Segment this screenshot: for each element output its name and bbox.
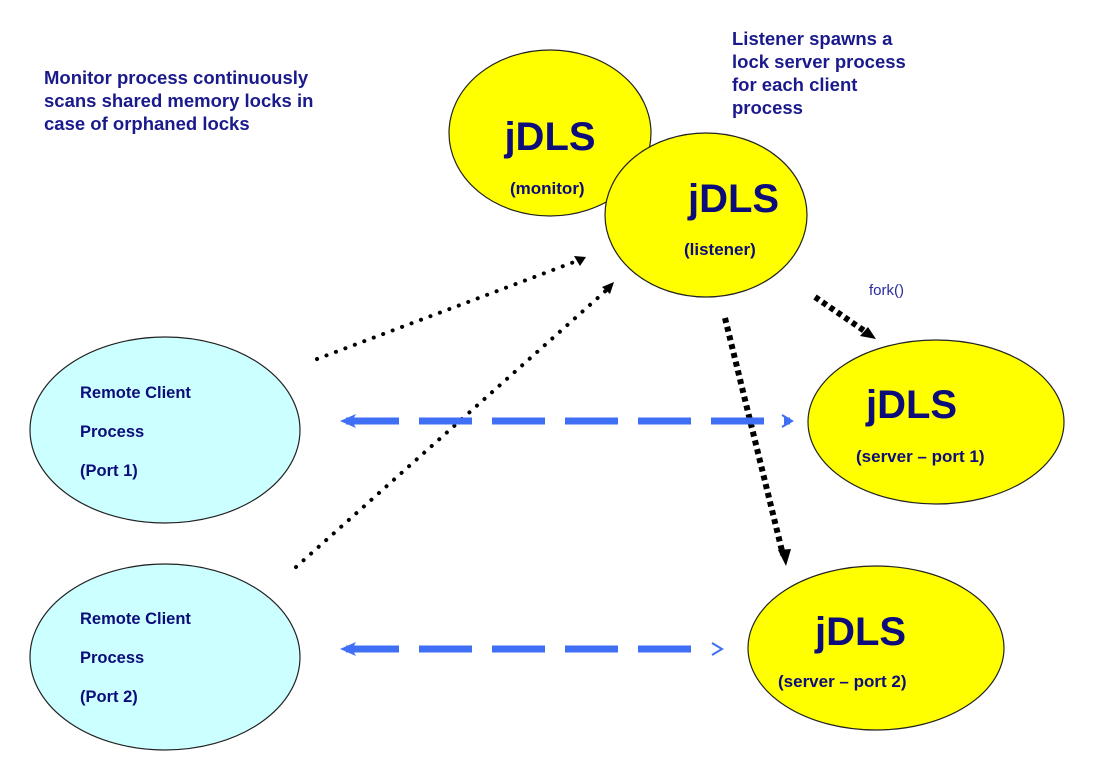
server2-subtitle: (server – port 2) bbox=[778, 672, 907, 691]
server-port2-node bbox=[747, 565, 1005, 731]
monitor-note: Monitor process continuously scans share… bbox=[44, 67, 314, 134]
server1-subtitle: (server – port 1) bbox=[856, 447, 985, 466]
monitor-title: jDLS bbox=[503, 115, 595, 159]
client2-line1: Remote Client bbox=[80, 610, 191, 628]
server2-title: jDLS bbox=[814, 610, 906, 654]
client-port2-node bbox=[29, 563, 301, 751]
arrowhead-icon bbox=[574, 256, 586, 266]
server1-title: jDLS bbox=[865, 383, 957, 427]
client1-line2: Process bbox=[80, 423, 144, 441]
client1-line1: Remote Client bbox=[80, 384, 191, 402]
client1-line3: (Port 1) bbox=[80, 462, 138, 480]
client1-server1-data-link bbox=[340, 414, 794, 428]
arrowhead-icon bbox=[778, 549, 791, 566]
monitor-subtitle: (monitor) bbox=[510, 179, 585, 198]
listener-to-server1-fork-arrow bbox=[813, 294, 868, 335]
client2-server2-data-link bbox=[340, 642, 724, 656]
client1-to-monitor-arrow bbox=[315, 257, 584, 361]
listener-subtitle: (listener) bbox=[684, 240, 756, 259]
client2-line2: Process bbox=[80, 649, 144, 667]
listener-node bbox=[604, 132, 808, 298]
arrowhead-icon bbox=[860, 327, 876, 339]
client-port1-node bbox=[29, 336, 301, 524]
listener-to-server2-fork-arrow bbox=[722, 317, 786, 556]
server-port1-node bbox=[807, 339, 1065, 505]
fork-label: fork() bbox=[869, 282, 904, 299]
monitor-node bbox=[448, 49, 652, 217]
client2-line3: (Port 2) bbox=[80, 688, 138, 706]
listener-title: jDLS bbox=[687, 177, 779, 221]
listener-note: Listener spawns a lock server process fo… bbox=[732, 28, 906, 118]
arrowhead-icon bbox=[602, 282, 614, 294]
client2-to-listener-arrow bbox=[294, 285, 612, 569]
